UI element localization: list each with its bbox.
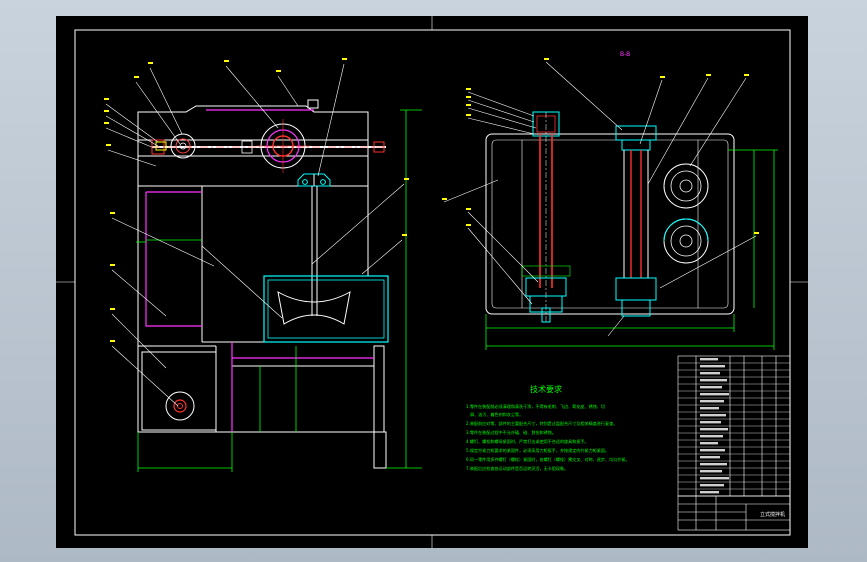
tech-requirements-title: 技术要求 <box>530 384 562 394</box>
large-gear <box>256 119 310 173</box>
parts-list-entry-mark <box>700 421 721 424</box>
tech-requirement-line: 4.螺钉、螺栓和螺母紧固时，严禁打击或使用不合适的旋具和扳手。 <box>466 438 589 444</box>
title-block <box>677 495 791 531</box>
section-leaders <box>443 61 757 337</box>
gearbox-housing <box>137 99 369 187</box>
front-view-labels <box>104 58 409 342</box>
parts-list-entry-mark <box>700 414 726 417</box>
section-labels <box>442 58 759 234</box>
parts-list-rows <box>678 358 790 497</box>
front-view <box>104 58 422 472</box>
center-shaft <box>615 125 657 317</box>
tech-requirement-line: 7.装配后应检查各运动部件是否运转灵活，无卡阻现象。 <box>466 465 568 471</box>
parts-list-entry-mark <box>700 393 729 396</box>
section-dimensions <box>485 149 778 350</box>
motor-pulley <box>141 351 217 431</box>
parts-list-entry-mark <box>700 449 725 452</box>
small-gear <box>155 133 196 159</box>
drawing-name: 立式搅拌机 <box>760 511 785 518</box>
tech-requirement-line: 3.零件在装配过程中不允许磕、碰、划伤和锈蚀。 <box>466 429 556 435</box>
left-shaft <box>521 111 571 323</box>
parts-list-entry-mark <box>700 365 725 368</box>
gear-shafts <box>151 139 386 155</box>
hidden-outline <box>145 191 374 432</box>
parts-list-entry-mark <box>700 470 722 473</box>
parts-list-entry-mark <box>700 379 727 382</box>
parts-list-entry-mark <box>700 456 720 459</box>
parts-list-entry-mark <box>700 358 718 361</box>
section-view: B-B <box>442 51 778 350</box>
mixing-tank <box>263 275 389 343</box>
parts-list-entry-mark <box>700 407 719 410</box>
cad-drawing-canvas: B-B <box>56 16 808 548</box>
right-pulleys <box>663 163 709 264</box>
drawing-sheet: B-B <box>56 16 808 548</box>
section-label: B-B <box>620 51 630 58</box>
technical-requirements: 技术要求 1.零件在装配前必须清理和清洗干净，不得有毛刺、飞边、氧化皮、锈蚀、切… <box>466 384 630 471</box>
parts-list-entry-mark <box>700 463 727 466</box>
parts-list-entry-mark <box>700 442 718 445</box>
parts-list-entry-mark <box>700 435 723 438</box>
section-housing <box>485 133 735 315</box>
parts-list-entry-mark <box>700 477 729 480</box>
parts-list-entry-mark <box>700 491 719 494</box>
drawing-frame <box>56 16 808 548</box>
tech-requirement-line: 6.同一零件用多件螺钉（螺栓）紧固时，各螺钉（螺栓）需交叉、对称、逐步、均匀拧紧… <box>466 456 630 462</box>
tech-requirement-line: 屑、油污、着色剂和灰尘等。 <box>470 411 523 417</box>
parts-list-entry-mark <box>700 400 724 403</box>
front-view-dimensions <box>136 109 422 472</box>
tech-requirement-line: 1.零件在装配前必须清理和清洗干净，不得有毛刺、飞边、氧化皮、锈蚀、切 <box>466 403 605 409</box>
machine-column <box>137 185 387 469</box>
tech-requirement-line: 2.装配前应对零、部件的主要配合尺寸，特别是过盈配合尺寸及相关精度进行复查。 <box>466 420 617 426</box>
parts-list-entry-mark <box>700 484 724 487</box>
tech-requirement-line: 5.规定拧紧力矩要求的紧固件，必须采用力矩扳手，并按规定的拧紧力矩紧固。 <box>466 447 609 453</box>
parts-list-entry-mark <box>700 386 722 389</box>
front-view-leaders <box>105 63 405 407</box>
stirrer-shaft <box>311 186 318 316</box>
parts-list-entry-mark <box>700 428 728 431</box>
parts-list-entry-mark <box>700 372 720 375</box>
stirrer-coupling <box>297 173 331 187</box>
